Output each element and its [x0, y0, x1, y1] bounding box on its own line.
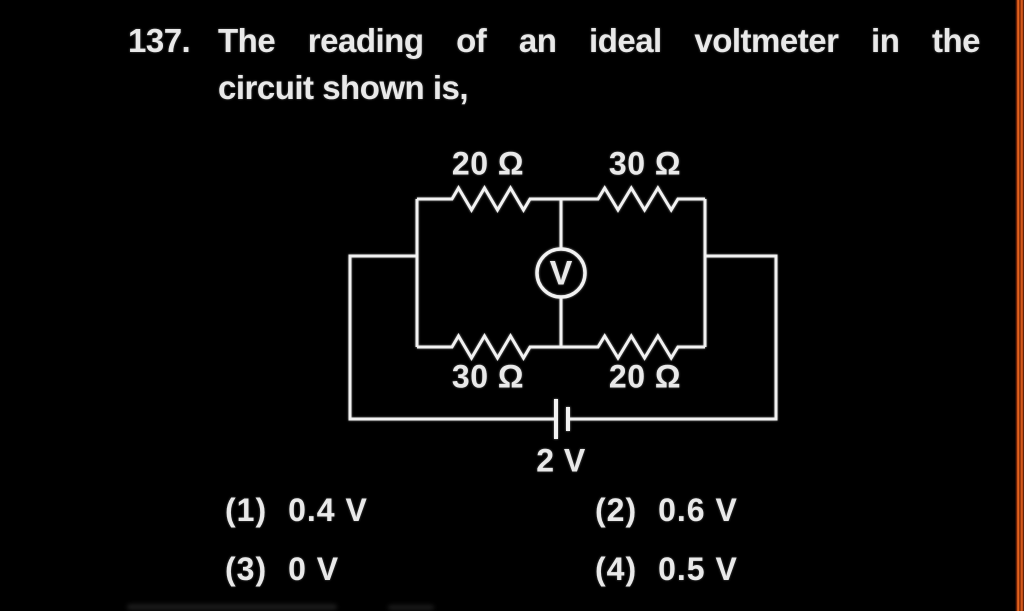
bottom-cutoff-artifact	[127, 604, 337, 610]
right-connector-wire	[569, 254, 778, 421]
bridge-top-wire-with-resistors	[417, 185, 705, 213]
resistor-label-bottom-left: 30 Ω	[451, 358, 525, 395]
option-1-number: (1)	[225, 492, 268, 528]
voltmeter-icon	[535, 247, 587, 299]
option-4-value: 0.5 V	[658, 551, 738, 587]
option-4-number: (4)	[595, 551, 638, 587]
right-edge-accent-strip	[1015, 0, 1024, 611]
voltmeter-label: V	[549, 254, 573, 293]
option-3: (3) 0 V	[225, 551, 339, 588]
battery-voltage-label: 2 V	[536, 442, 586, 479]
question-text-line2: circuit shown is,	[218, 69, 469, 106]
question-number: 137.	[128, 22, 191, 59]
option-4: (4) 0.5 V	[595, 551, 738, 588]
bridge-bottom-wire-with-resistors	[417, 333, 705, 361]
battery-loop	[348, 254, 778, 439]
resistor-label-top-right: 30 Ω	[608, 145, 682, 182]
option-2-value: 0.6 V	[658, 492, 738, 528]
resistor-zigzag-top	[417, 185, 705, 213]
bottom-cutoff-artifact	[388, 605, 434, 610]
voltmeter-branch	[535, 199, 587, 347]
option-2: (2) 0.6 V	[595, 492, 738, 529]
resistor-label-top-left: 20 Ω	[451, 145, 525, 182]
bridge-side-wires	[415, 199, 707, 347]
option-3-value: 0 V	[288, 551, 340, 587]
option-1: (1) 0.4 V	[225, 492, 368, 529]
question-text-line1: The reading of an ideal voltmeter in the	[218, 22, 981, 59]
option-2-number: (2)	[595, 492, 638, 528]
resistor-zigzag-bottom	[417, 333, 705, 361]
left-connector-wire	[348, 254, 554, 421]
option-1-value: 0.4 V	[288, 492, 368, 528]
option-3-number: (3)	[225, 551, 268, 587]
resistor-label-bottom-right: 20 Ω	[608, 358, 682, 395]
